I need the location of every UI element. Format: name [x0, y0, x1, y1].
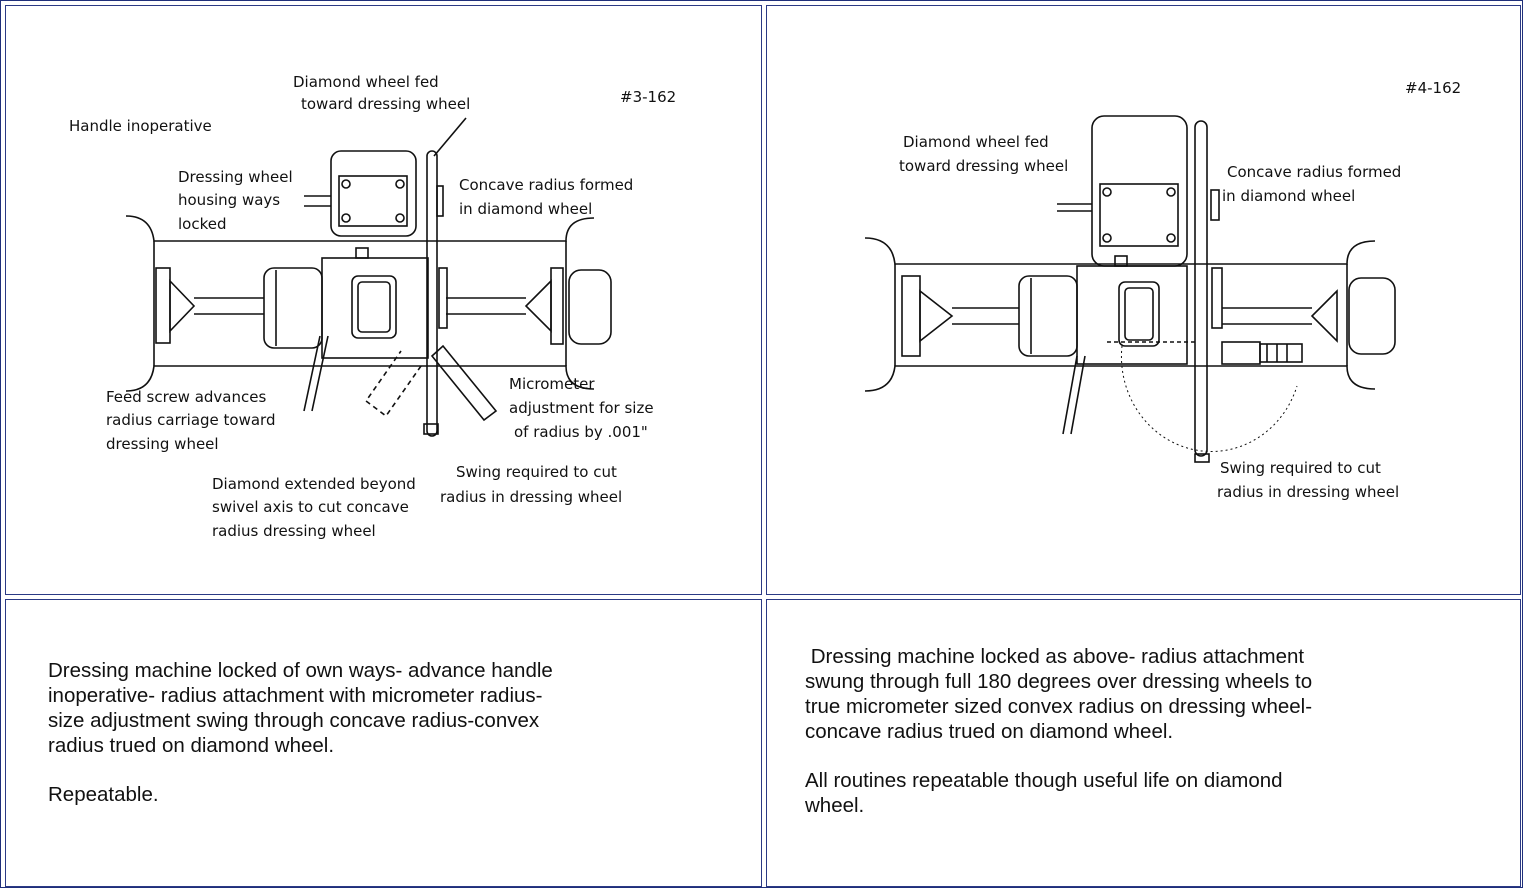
label-diamond-fed-1: Diamond wheel fed	[903, 133, 1049, 151]
caption-left-line3: size adjustment swing through concave ra…	[48, 709, 540, 732]
figure-cell-left: Diamond wheel fed toward dressing wheel …	[5, 5, 762, 595]
figure-cell-right: #4-162 Diamond wheel fed toward dressing…	[766, 5, 1521, 595]
label-diamond-ext-2: swivel axis to cut concave	[212, 498, 409, 516]
figure-left-text-layer: Diamond wheel fed toward dressing wheel …	[69, 73, 676, 540]
figure-id-right: #4-162	[1405, 79, 1461, 97]
label-micro-3: of radius by .001"	[514, 423, 648, 441]
label-housing-3: locked	[178, 215, 227, 233]
label-micro-2: adjustment for size	[509, 399, 654, 417]
machine-diagram-left	[125, 117, 612, 437]
label-housing-1: Dressing wheel	[178, 168, 293, 186]
label-feed-3: dressing wheel	[106, 435, 219, 453]
caption-right-line1: Dressing machine locked as above- radius…	[805, 645, 1305, 668]
caption-left-line5: Repeatable.	[48, 783, 159, 806]
label-concave-1: Concave radius formed	[459, 176, 633, 194]
caption-cell-right: Dressing machine locked as above- radius…	[766, 599, 1521, 887]
caption-left-line1: Dressing machine locked of own ways- adv…	[48, 659, 553, 682]
caption-right-line5: All routines repeatable though useful li…	[805, 769, 1283, 792]
caption-right: Dressing machine locked as above- radius…	[805, 644, 1312, 818]
label-concave-2: in diamond wheel	[459, 200, 592, 218]
label-swing-1: Swing required to cut	[1220, 459, 1381, 477]
caption-cell-left: Dressing machine locked of own ways- adv…	[5, 599, 762, 887]
label-swing-2: radius in dressing wheel	[440, 488, 622, 506]
caption-left-line2: inoperative- radius attachment with micr…	[48, 684, 543, 707]
caption-left-line4: radius trued on diamond wheel.	[48, 734, 335, 757]
label-diamond-fed-1: Diamond wheel fed	[293, 73, 439, 91]
label-swing-2: radius in dressing wheel	[1217, 483, 1399, 501]
label-concave-2: in diamond wheel	[1222, 187, 1355, 205]
label-micro-1: Micrometer	[509, 375, 595, 393]
figure-right-text-layer: #4-162 Diamond wheel fed toward dressing…	[899, 79, 1461, 501]
label-feed-1: Feed screw advances	[106, 388, 266, 406]
label-handle: Handle inoperative	[69, 117, 212, 135]
label-concave-1: Concave radius formed	[1227, 163, 1401, 181]
caption-right-line4: concave radius trued on diamond wheel.	[805, 720, 1174, 743]
caption-right-line2: swung through full 180 degrees over dres…	[805, 670, 1313, 693]
label-diamond-ext-1: Diamond extended beyond	[212, 475, 416, 493]
caption-left: Dressing machine locked of own ways- adv…	[48, 658, 553, 807]
caption-right-line6: wheel.	[805, 794, 865, 817]
caption-right-line3: true micrometer sized convex radius on d…	[805, 695, 1313, 718]
label-swing-1: Swing required to cut	[456, 463, 617, 481]
figure-id-left: #3-162	[620, 88, 676, 106]
label-diamond-fed-2: toward dressing wheel	[899, 157, 1068, 175]
machine-diagram-right	[864, 115, 1396, 463]
label-housing-2: housing ways	[178, 191, 280, 209]
label-diamond-ext-3: radius dressing wheel	[212, 522, 376, 540]
label-feed-2: radius carriage toward	[106, 411, 275, 429]
label-diamond-fed-2: toward dressing wheel	[301, 95, 470, 113]
